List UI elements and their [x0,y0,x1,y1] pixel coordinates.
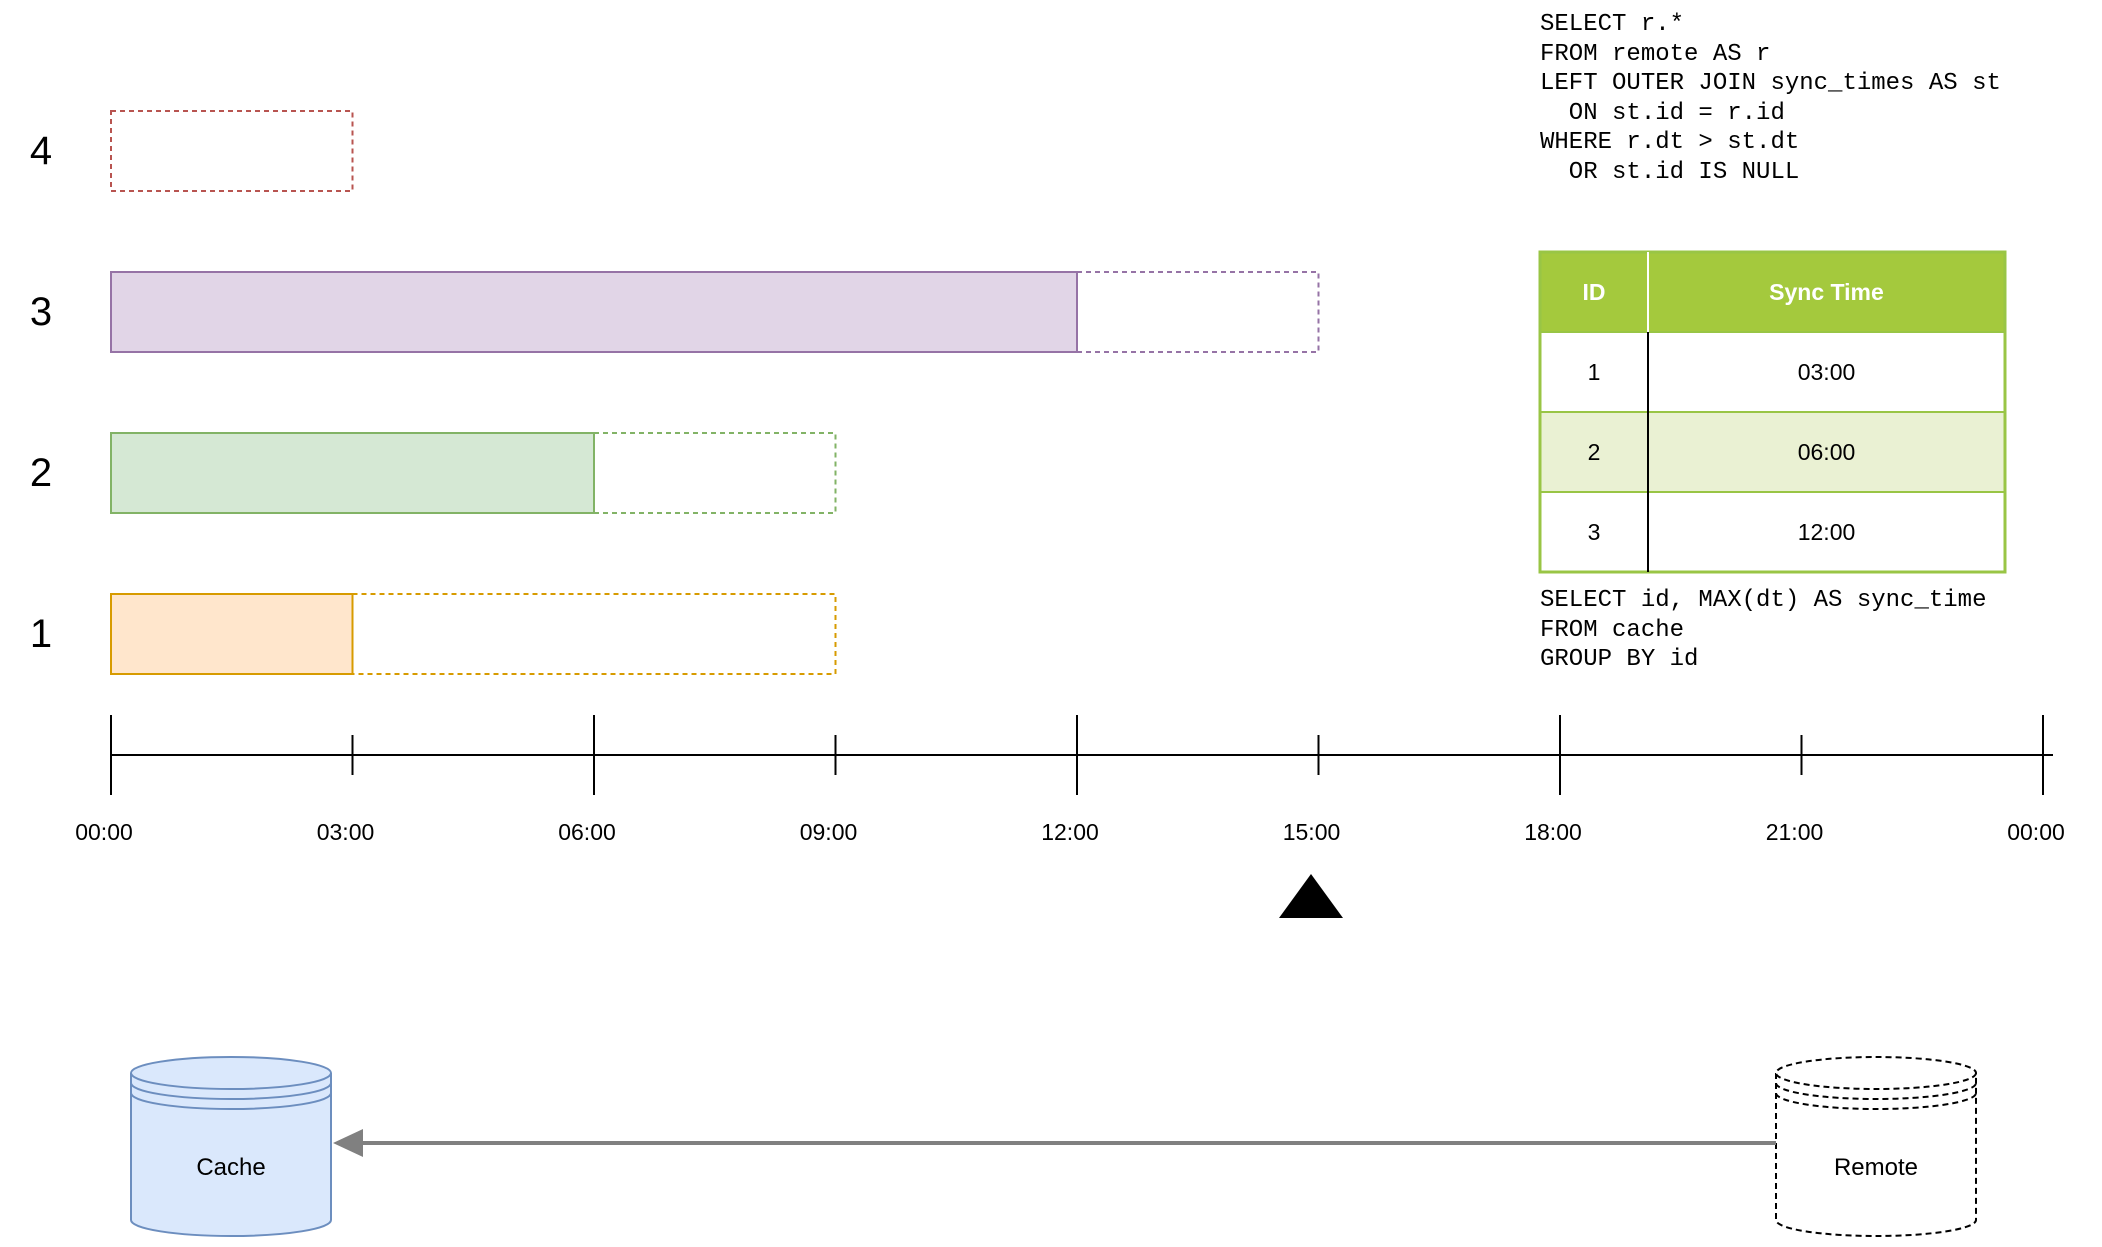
sync-times-table: ID Sync Time 1 03:00 2 06:00 3 12:00 [1538,250,2007,574]
row-id-label: 2 [30,451,52,495]
remote-label: Remote [1834,1154,1918,1181]
table-header-cell: Sync Time [1769,279,1884,305]
sync-arrow [333,1129,1776,1157]
timeline-tick-label: 15:00 [1283,819,1341,845]
current-time-marker-icon [1279,874,1343,918]
sql-line: SELECT r.* [1540,11,1685,38]
sql-line: FROM remote AS r [1540,40,1771,68]
table-row [1539,491,2006,573]
row-id-label: 3 [30,290,52,334]
timeline-tick-label: 21:00 [1766,819,1824,845]
pending-range-bar [593,432,837,514]
table-header-row [1540,252,2005,332]
table-cell: 06:00 [1798,439,1856,465]
synced-range-bar [110,271,1078,353]
timeline-tick-label: 06:00 [558,819,616,845]
sql-line: OR st.id IS NULL [1540,158,1800,186]
cache-database: Cache [130,1056,332,1237]
remote-query-sql: SELECT r.* FROM remote AS r LEFT OUTER J… [1540,10,2001,188]
sql-line: LEFT OUTER JOIN sync_times AS st [1540,70,2001,98]
cache-query-sql: SELECT id, MAX(dt) AS sync_time FROM cac… [1540,586,1986,675]
table-cell: 2 [1588,439,1601,465]
cache-label: Cache [196,1154,265,1181]
timeline: 00:00 03:00 06:00 09:00 12:00 15:00 18:00 21:00… [75,715,2065,845]
table-header-cell: ID [1583,279,1606,305]
timeline-tick-label: 00:00 [75,819,133,845]
sql-line: GROUP BY id [1540,646,1699,674]
sql-line: SELECT id, MAX(dt) AS sync_time [1540,587,1987,614]
table-row [1539,411,2006,493]
timeline-tick-label: 09:00 [800,819,858,845]
row-id-label: 4 [30,129,52,173]
row-labels: 4 3 2 1 [30,129,52,656]
sql-line: FROM cache [1540,616,1685,644]
table-cell: 1 [1588,359,1601,385]
pending-range-bar [1076,271,1320,353]
table-cell: 03:00 [1798,359,1856,385]
row-id-label: 1 [30,612,52,656]
pending-range-bar [110,110,354,192]
table-border [1538,250,2007,574]
timeline-tick-label: 12:00 [1041,819,1099,845]
table-cell: 12:00 [1798,519,1856,545]
table-cell: 3 [1588,519,1601,545]
sql-line: WHERE r.dt > st.dt [1540,129,1800,157]
table-row [1539,331,2006,413]
row-bars [110,110,1320,675]
pending-range-bar [351,593,837,675]
sync-arrow-head-icon [333,1129,363,1157]
sql-line: ON st.id = r.id [1568,99,1785,127]
timeline-tick-label: 00:00 [2007,819,2065,845]
synced-range-bar [110,432,595,514]
synced-range-bar [110,593,354,675]
timeline-tick-label: 03:00 [317,819,375,845]
remote-database: Remote [1775,1056,1977,1237]
timeline-tick-label: 18:00 [1524,819,1582,845]
